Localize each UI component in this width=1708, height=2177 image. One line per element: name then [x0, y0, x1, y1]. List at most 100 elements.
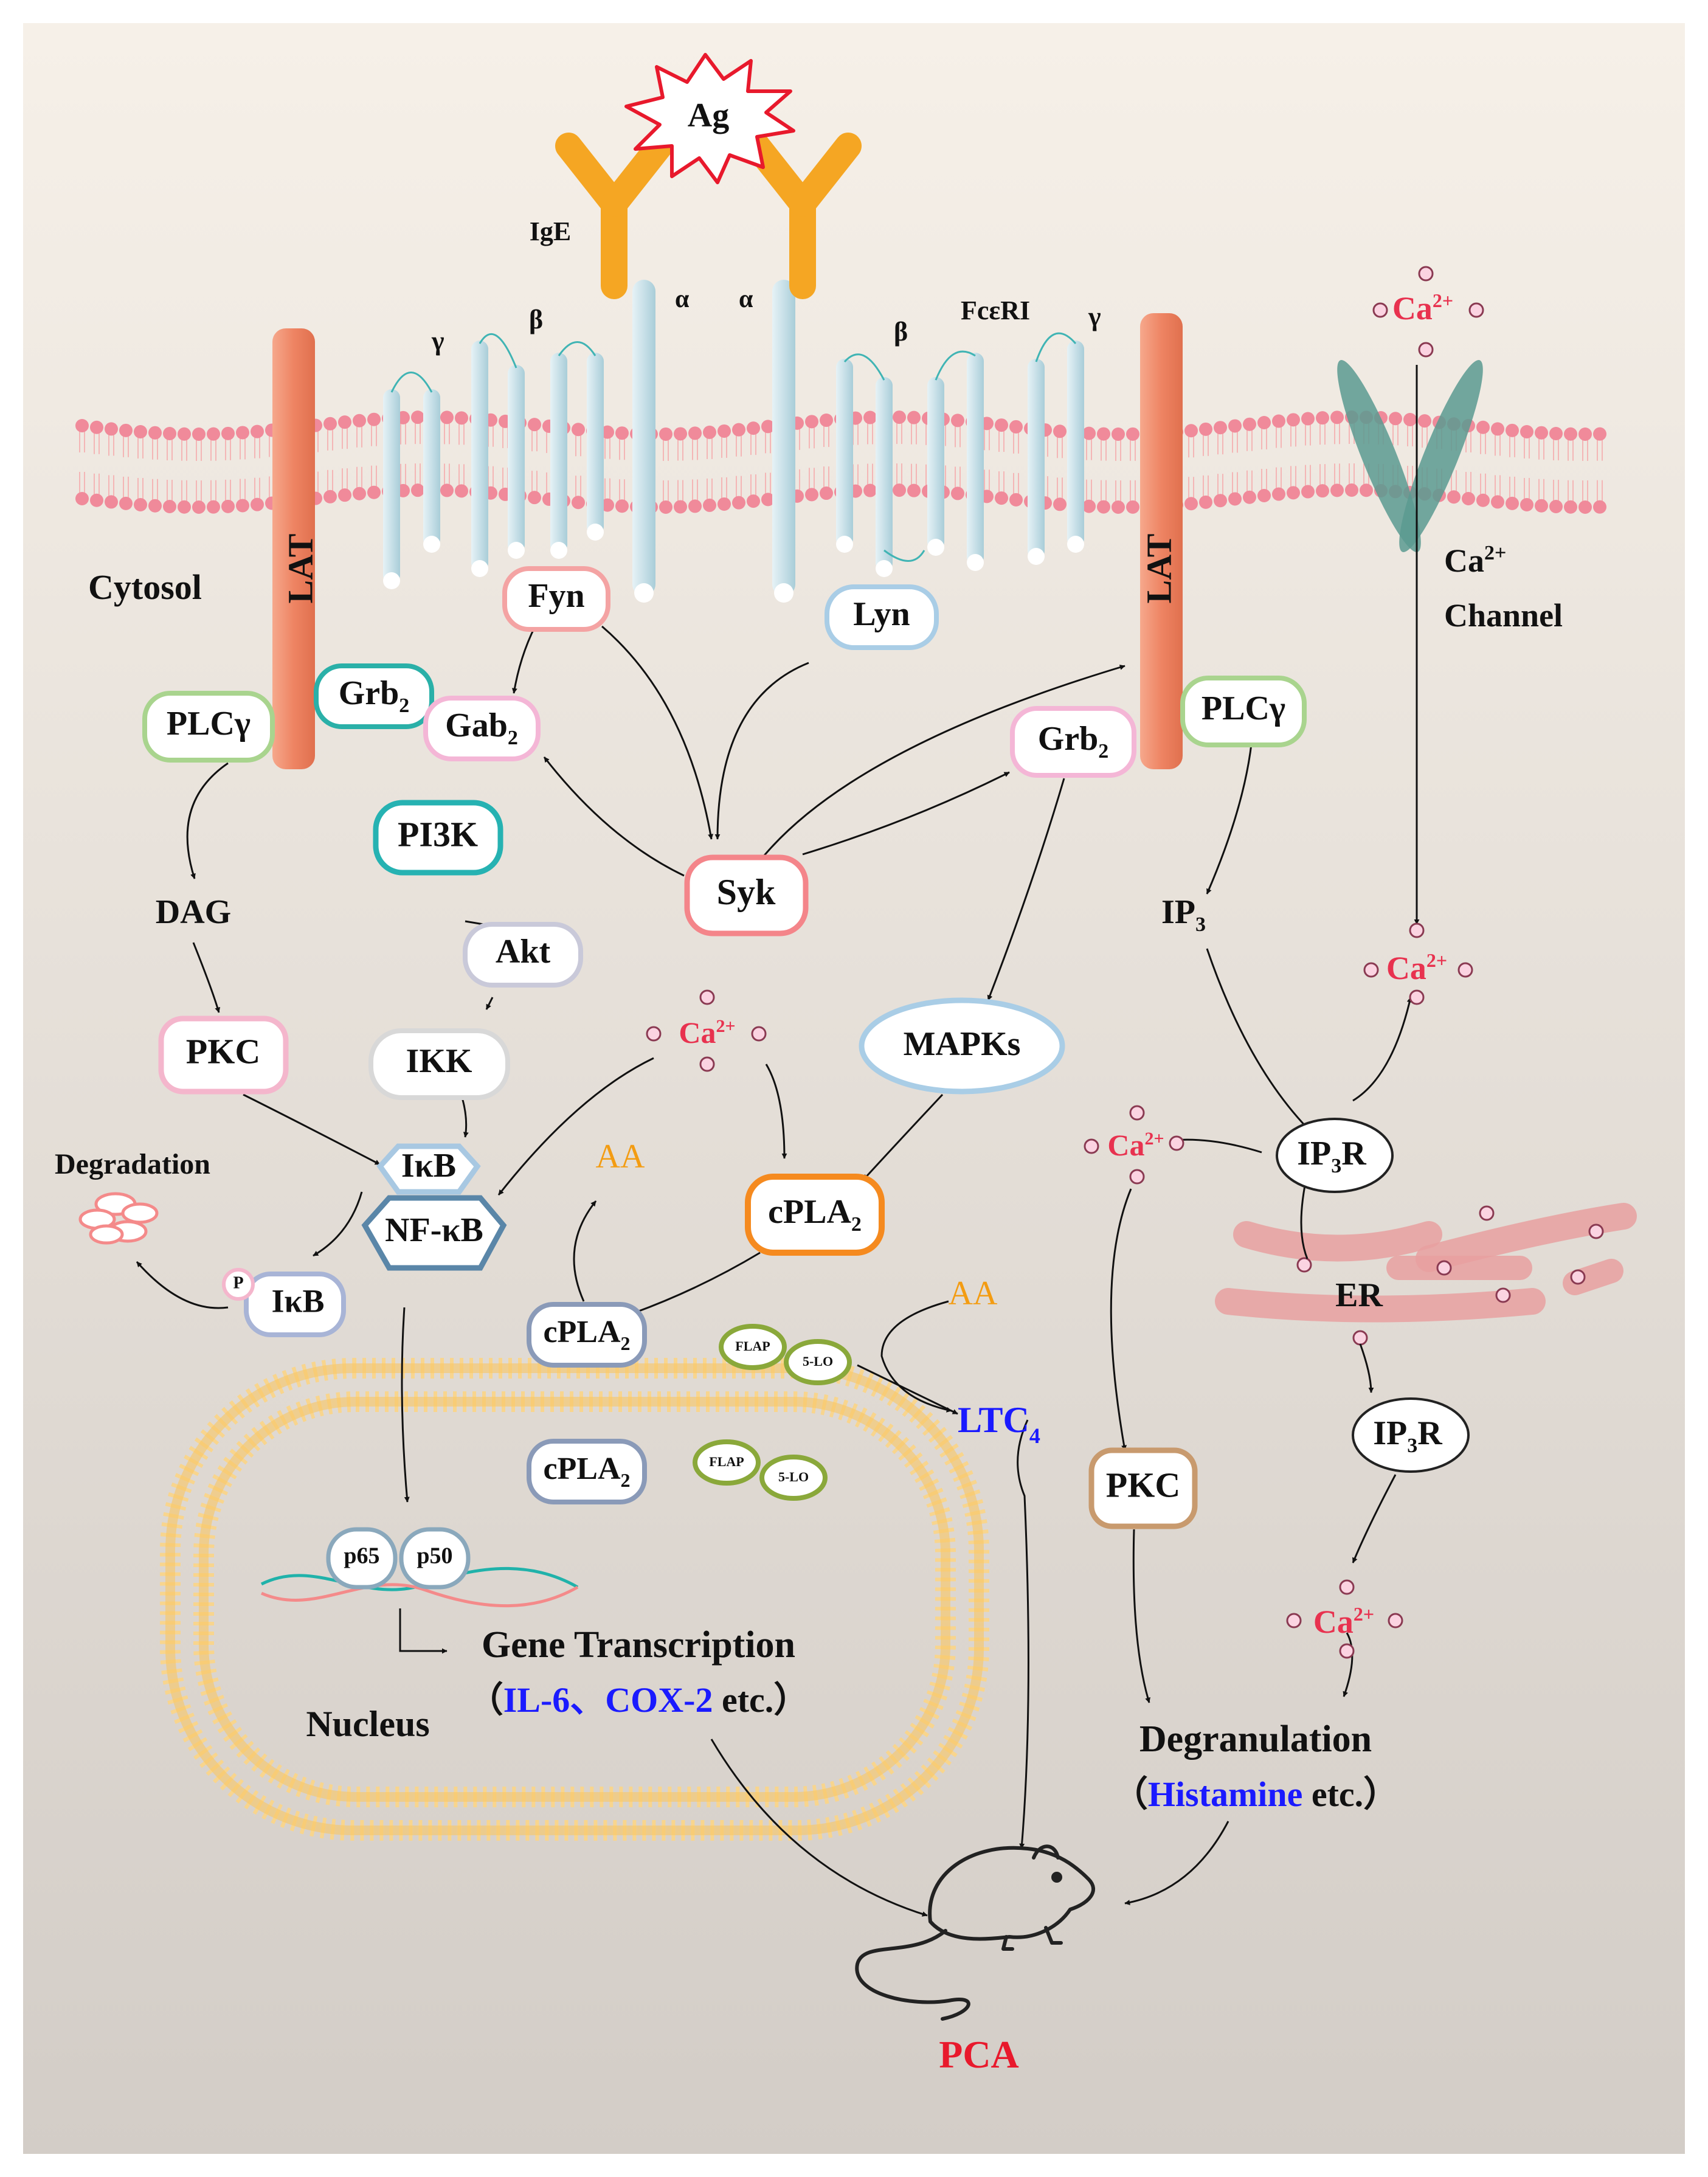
ltc4-label: LTC4: [958, 1400, 1040, 1448]
svg-text:IKK: IKK: [406, 1042, 472, 1080]
degradation-label: Degradation: [55, 1148, 210, 1180]
aa-label-lower: AA: [949, 1275, 998, 1312]
ca-cluster-channel-top: Ca2+: [1372, 266, 1484, 358]
svg-text:cPLA2: cPLA2: [543, 1315, 630, 1354]
alpha-right-label: α: [739, 285, 753, 313]
fceri-label: FcεRI: [961, 296, 1030, 325]
svg-text:PKC: PKC: [1106, 1465, 1180, 1504]
endoplasmic-reticulum: [1215, 1203, 1637, 1346]
svg-text:Ca2+: Ca2+: [1386, 949, 1447, 986]
node-flap-5lo-nucleus: FLAP 5-LO: [693, 1439, 828, 1501]
svg-text:IP3R: IP3R: [1297, 1135, 1366, 1177]
svg-text:p65: p65: [344, 1543, 379, 1569]
node-plcg-left: PLCγ: [142, 691, 275, 763]
cytosol-label: Cytosol: [88, 567, 202, 607]
svg-text:5-LO: 5-LO: [778, 1469, 809, 1484]
svg-text:5-LO: 5-LO: [803, 1354, 833, 1369]
dag-label: DAG: [156, 893, 231, 931]
node-ip3r-upper: IP3R: [1276, 1118, 1394, 1193]
svg-text:Akt: Akt: [496, 933, 551, 971]
node-nfkb: NF-κB: [361, 1195, 507, 1271]
pathway-arrows: [136, 365, 1420, 1917]
svg-text:cPLA2: cPLA2: [543, 1452, 630, 1491]
beta-right-label: β: [894, 317, 908, 347]
svg-text:NF-κB: NF-κB: [385, 1211, 483, 1249]
node-syk: Syk: [684, 854, 809, 936]
svg-text:Gab2: Gab2: [445, 707, 518, 749]
node-ikb: IκB: [376, 1143, 481, 1195]
node-gab2: Gab2: [423, 696, 541, 761]
node-lyn: Lyn: [825, 584, 939, 650]
node-akt: Akt: [463, 922, 583, 988]
node-fyn: Fyn: [502, 566, 610, 632]
alpha-left-label: α: [675, 285, 690, 313]
gene-transcription-label: Gene Transcription: [482, 1624, 795, 1666]
nucleus-envelope: [160, 1358, 989, 1841]
aa-label-upper: AA: [596, 1138, 645, 1175]
fceri-receptor: [383, 280, 1084, 603]
mouse-illustration: [855, 1844, 1095, 2021]
node-cpla2-orange: cPLA2: [745, 1174, 885, 1256]
svg-text:PLCγ: PLCγ: [167, 705, 251, 742]
gamma-left-label: γ: [431, 326, 444, 356]
svg-text:IκB: IκB: [271, 1282, 324, 1319]
node-flap-5lo-cytosol: FLAP 5-LO: [719, 1324, 852, 1385]
lat-left: LAT: [272, 328, 320, 769]
svg-text:PI3K: PI3K: [398, 814, 478, 854]
beta-left-label: β: [529, 305, 543, 334]
svg-text:Grb2: Grb2: [339, 674, 410, 717]
svg-text:cPLA2: cPLA2: [768, 1193, 862, 1236]
svg-text:Ca2+: Ca2+: [1392, 289, 1453, 327]
node-ikk: IKK: [368, 1028, 510, 1100]
lat-right-label: LAT: [1139, 534, 1178, 604]
svg-text:Ca2+: Ca2+: [679, 1016, 735, 1050]
gamma-right-label: γ: [1088, 302, 1101, 331]
svg-text:IP3R: IP3R: [1373, 1414, 1442, 1457]
node-ip3r-lower: IP3R: [1352, 1397, 1470, 1473]
ige-antibody: [555, 133, 862, 299]
svg-text:Fyn: Fyn: [528, 577, 584, 615]
antigen-burst: Ag: [624, 53, 795, 184]
svg-text:IκB: IκB: [401, 1147, 456, 1185]
svg-text:Syk: Syk: [717, 872, 776, 912]
svg-text:Ca2+: Ca2+: [1313, 1603, 1374, 1640]
ca-channel-label-line2: Channel: [1444, 597, 1563, 634]
svg-text:Grb2: Grb2: [1038, 720, 1109, 763]
svg-text:P: P: [233, 1273, 243, 1292]
node-ikb-phosphorylated: IκB P: [222, 1268, 346, 1337]
gene-transcription-examples: （IL-6、COX-2 etc.）: [468, 1680, 809, 1720]
ige-label: IgE: [530, 216, 571, 246]
lat-right: LAT: [1139, 313, 1183, 769]
ag-label: Ag: [688, 97, 729, 134]
lat-left-label: LAT: [280, 534, 320, 604]
ca-channel: [1337, 360, 1483, 552]
ca-cluster-lower: Ca2+: [1286, 1579, 1403, 1659]
pca-label: PCA: [939, 2033, 1019, 2076]
node-grb2-right: Grb2: [1010, 706, 1136, 778]
svg-text:PKC: PKC: [186, 1031, 260, 1071]
node-p50: p50: [399, 1527, 471, 1590]
node-cpla2-nucleus: cPLA2: [527, 1439, 647, 1504]
node-pkc-left: PKC: [158, 1016, 289, 1095]
degradation-fragments: [78, 1192, 159, 1245]
node-mapks: MAPKs: [859, 997, 1065, 1095]
svg-text:Lyn: Lyn: [853, 595, 910, 633]
ca-cluster-channel-bottom: Ca2+: [1363, 922, 1473, 1005]
degranulation-examples: （Histamine etc.）: [1113, 1774, 1399, 1814]
svg-text:FLAP: FLAP: [735, 1338, 770, 1354]
svg-text:PLCγ: PLCγ: [1201, 690, 1285, 727]
node-pkc-right: PKC: [1088, 1447, 1198, 1529]
svg-text:MAPKs: MAPKs: [904, 1025, 1021, 1063]
svg-text:FLAP: FLAP: [709, 1454, 744, 1469]
node-p65: p65: [326, 1527, 398, 1590]
node-plcg-right: PLCγ: [1180, 676, 1307, 747]
ca-cluster-er-left: Ca2+: [1084, 1105, 1184, 1185]
node-grb2-left: Grb2: [314, 663, 434, 729]
er-label: ER: [1335, 1276, 1383, 1314]
ip3-label: IP3: [1161, 893, 1206, 936]
ca-cluster-cytosol: Ca2+: [646, 989, 767, 1072]
node-pi3k: PI3K: [373, 800, 503, 876]
ca-channel-label-line1: Ca2+: [1444, 542, 1506, 579]
degranulation-label: Degranulation: [1139, 1718, 1372, 1760]
